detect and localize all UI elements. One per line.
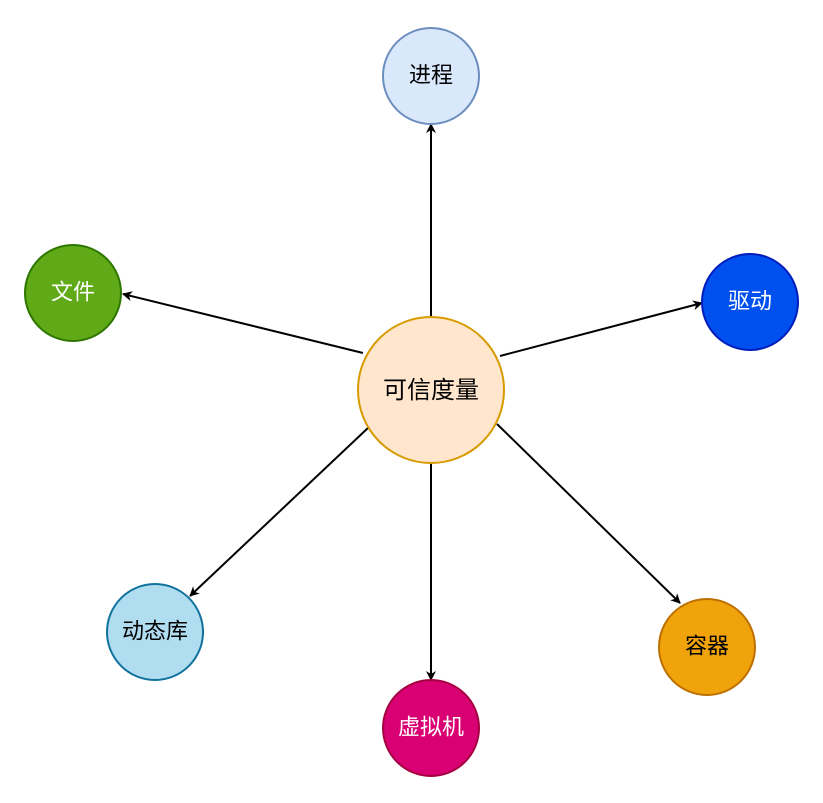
node-process-label: 进程	[409, 64, 453, 89]
node-file-label: 文件	[51, 281, 95, 306]
node-dynlib-circle	[106, 583, 204, 681]
node-dynlib[interactable]: 动态库	[106, 583, 204, 681]
edge-to-driver	[499, 300, 703, 357]
node-container-circle	[658, 598, 756, 696]
center-node[interactable]: 可信度量	[357, 316, 505, 464]
edges	[122, 123, 703, 681]
node-vm[interactable]: 虚拟机	[382, 679, 480, 777]
node-dynlib-label: 动态库	[122, 620, 188, 645]
node-driver-circle	[701, 253, 799, 351]
node-driver-label: 驱动	[728, 290, 772, 315]
node-file-circle	[24, 244, 122, 342]
edge-to-file	[122, 291, 364, 354]
node-vm-circle	[382, 679, 480, 777]
node-process-circle	[382, 27, 480, 125]
node-process[interactable]: 进程	[382, 27, 480, 125]
node-container[interactable]: 容器	[658, 598, 756, 696]
edge-to-dynlib	[189, 426, 370, 597]
center-node-circle	[357, 316, 505, 464]
edge-to-container	[496, 423, 681, 604]
node-driver[interactable]: 驱动	[701, 253, 799, 351]
node-file[interactable]: 文件	[24, 244, 122, 342]
node-container-label: 容器	[685, 635, 729, 660]
node-vm-label: 虚拟机	[398, 716, 464, 741]
center-node-label: 可信度量	[383, 376, 479, 404]
